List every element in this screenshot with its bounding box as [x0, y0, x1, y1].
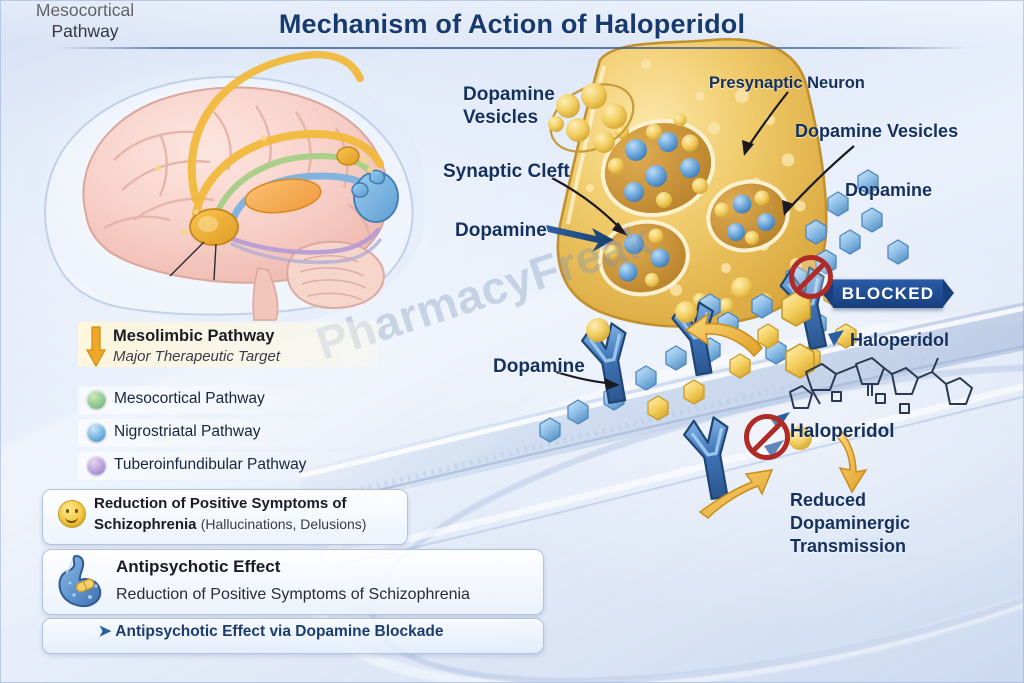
haloperidol-bound-2	[785, 343, 815, 379]
legend-row-bg	[78, 419, 378, 447]
label-synaptic-cleft: Synaptic Cleft	[443, 161, 570, 182]
effect-card-title: Antipsychotic Effect	[116, 557, 281, 576]
label-haloperidol-middle: Haloperidol	[790, 421, 895, 442]
receptor-3	[683, 416, 729, 501]
haloperidol-structure-icon	[789, 357, 973, 414]
label-reduced-l2: Dopaminergic	[790, 513, 911, 533]
presynaptic-neuron-body	[548, 38, 828, 328]
mesocortical-callout: Mesocortical Pathway	[0, 0, 170, 42]
blue-arrow-dopamine	[546, 225, 614, 252]
thalamus	[244, 178, 322, 214]
label-dopamine-vesicles-left-l2: Vesicles	[463, 107, 539, 128]
no-entry-icon	[744, 414, 790, 460]
outcome-card-line2: Schizophrenia (Hallucinations, Delusions…	[94, 516, 366, 533]
smiley-mouth	[65, 513, 78, 523]
capsule-glyph	[75, 578, 95, 593]
membrane-lower-band	[329, 383, 1024, 567]
footer-card	[42, 618, 544, 654]
outcome-card-line1: Reduction of Positive Symptoms of	[94, 495, 347, 512]
smiley-eye-left	[66, 509, 69, 513]
brain-svg	[44, 51, 414, 321]
smiley-face-icon	[58, 500, 86, 528]
leader-arrowheads	[604, 140, 794, 390]
legend-label-mesocortical: Mesocortical Pathway	[114, 390, 265, 407]
mesolimbic-highlight-band	[78, 322, 378, 367]
no-entry-icon	[789, 255, 833, 299]
label-dopamine-vesicles-left: Dopamine Vesicles	[463, 83, 583, 129]
page-title: Mechanism of Action of Haloperidol	[278, 9, 746, 39]
smiley-eye-right	[75, 509, 78, 513]
outcome-card-line2-paren: (Hallucinations, Delusions)	[200, 516, 367, 532]
effect-card	[42, 549, 544, 615]
mesolimbic-pathway-arc	[187, 51, 364, 204]
mesolimbic-arc-2	[192, 129, 384, 218]
label-reduced-transmission: Reduced Dopaminergic Transmission	[790, 489, 950, 558]
footer-text: Antipsychotic Effect via Dopamine Blocka…	[115, 623, 444, 640]
pathway-dot-green-icon	[87, 390, 106, 409]
vesicle-2	[706, 179, 790, 253]
footer-text-row: ➤ Antipsychotic Effect via Dopamine Bloc…	[0, 622, 500, 641]
header-sheen	[0, 0, 1024, 46]
legend-row-bg	[78, 386, 378, 414]
title-divider	[55, 47, 969, 49]
vesicle-3	[598, 219, 690, 297]
outcome-card	[42, 489, 408, 545]
label-haloperidol-top: Haloperidol	[850, 330, 950, 350]
label-reduced-l1: Reduced	[790, 490, 867, 510]
blocked-badge: BLOCKED	[822, 279, 954, 308]
tuberoinfundibular-pathway-arc	[227, 227, 381, 255]
mesolimbic-title: Mesolimbic Pathway	[113, 327, 275, 345]
vesicle-1	[600, 113, 716, 218]
bound-dopamine-3	[788, 426, 812, 450]
stomach-capsule-icon	[58, 554, 102, 608]
mesocortical-callout-line1: Mesocortical	[0, 0, 170, 21]
legend-item-nigrostriatal[interactable]: Nigrostriatal Pathway	[78, 419, 378, 447]
bound-dopamine-1	[586, 318, 610, 342]
label-dopamine-left: Dopamine	[455, 220, 547, 241]
pathway-dot-purple-icon	[87, 456, 106, 475]
arrow-right-small-icon: ➤	[98, 623, 112, 640]
legend-item-tuberoinfundibular[interactable]: Tuberoinfundibular Pathway	[78, 452, 378, 480]
cortex-terminal	[336, 146, 360, 166]
brain-illustration	[18, 51, 438, 324]
mesocortical-callout-line2: Pathway	[0, 21, 170, 42]
mesolimbic-subtitle: Major Therapeutic Target	[113, 348, 281, 365]
effect-card-subtitle: Reduction of Positive Symptoms of Schizo…	[116, 586, 470, 603]
label-dopamine-top-right: Dopamine	[845, 180, 933, 200]
legend-label-tuberoinfundibular: Tuberoinfundibular Pathway	[114, 456, 307, 473]
label-reduced-l3: Transmission	[790, 536, 907, 556]
legend-label-nigrostriatal: Nigrostriatal Pathway	[114, 423, 261, 440]
mesocortical-pathway-arc	[211, 152, 379, 225]
pathway-dot-blue-icon	[87, 423, 106, 442]
legend-item-mesocortical[interactable]: Mesocortical Pathway	[78, 386, 378, 414]
docking-vesicle-cluster	[548, 83, 635, 153]
label-presynaptic-neuron: Presynaptic Neuron	[709, 74, 865, 92]
label-dopamine-vesicles-left-l1: Dopamine	[463, 84, 555, 105]
arrow-down-icon	[86, 326, 106, 368]
outcome-card-line2-bold: Schizophrenia	[94, 516, 197, 533]
legend-row-bg	[78, 452, 378, 480]
label-dopamine-vesicles-right: Dopamine Vesicles	[795, 121, 959, 141]
gold-arrows	[684, 312, 868, 519]
bound-dopamine-2	[675, 301, 697, 323]
label-dopamine-middle: Dopamine	[493, 356, 585, 377]
